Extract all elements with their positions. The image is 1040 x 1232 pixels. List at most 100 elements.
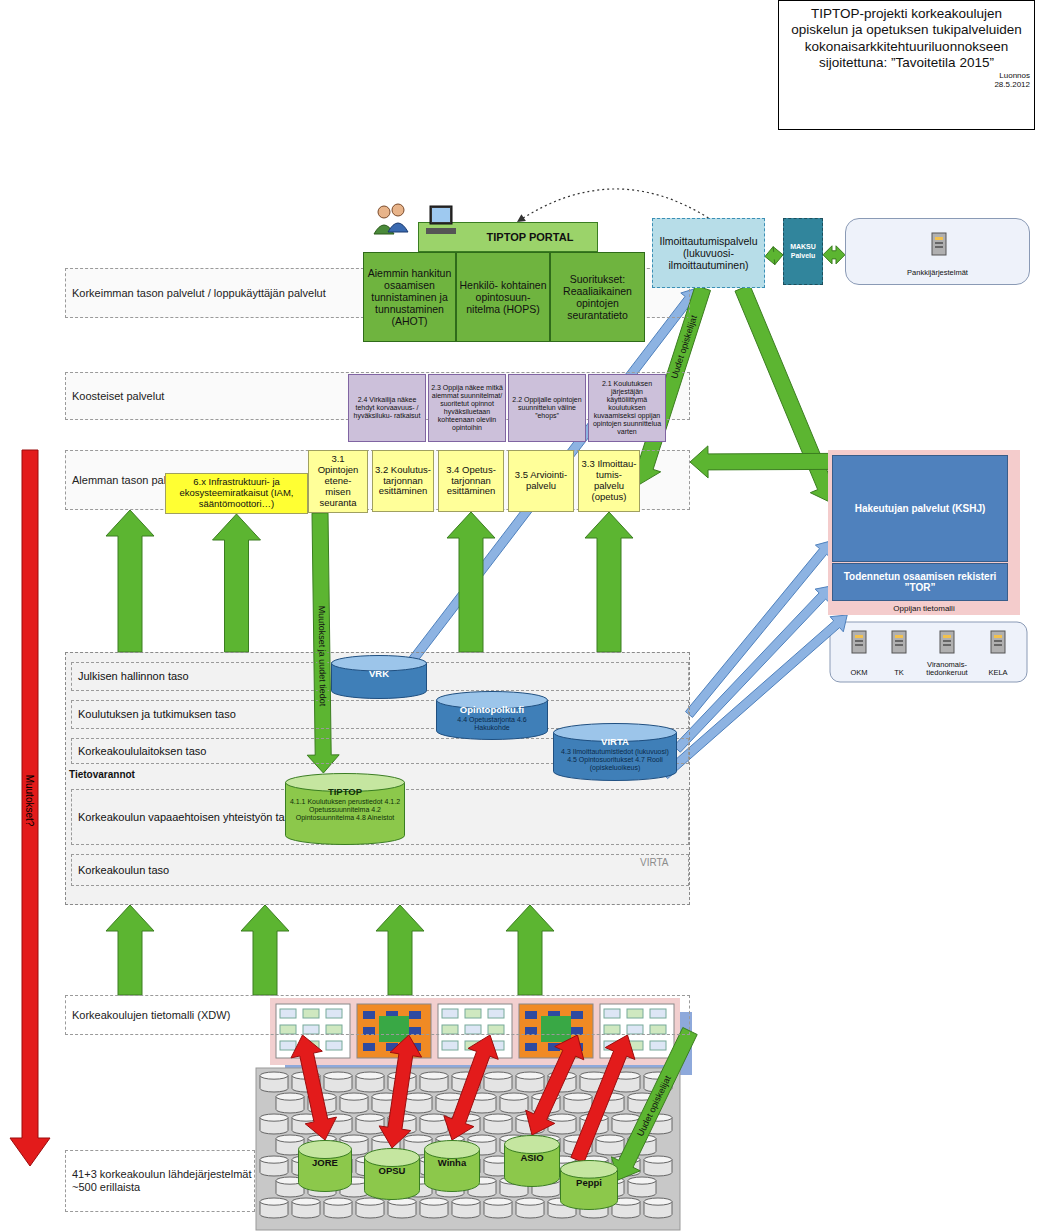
- thumbnail-mark: [571, 1027, 583, 1035]
- node-text: 6.x Infrastruktuuri- ja ekosysteemiratka…: [168, 477, 305, 510]
- cylinder-top: [420, 1198, 448, 1205]
- database-cylinder: OPSU: [364, 1148, 420, 1200]
- cylinder-top: [420, 1114, 448, 1121]
- node-text: Winha: [438, 1158, 466, 1169]
- cylinder-top: [260, 1072, 288, 1079]
- server-icon-node: TK: [880, 627, 918, 679]
- arrow-head: [517, 214, 526, 222]
- cylinder-top: [484, 1198, 512, 1205]
- thumbnail-mark: [442, 1025, 458, 1034]
- server-case: [940, 631, 954, 653]
- node-text: TIPTOP PORTAL: [487, 231, 574, 244]
- cylinder-top: [292, 1198, 320, 1205]
- cylinder-top: [324, 1198, 352, 1205]
- cylinder-top: [505, 1136, 560, 1154]
- note-label: 28.5.2012: [783, 81, 1030, 90]
- person-head: [378, 206, 390, 218]
- cylinder-top: [404, 1093, 432, 1100]
- cylinder-top: [260, 1114, 288, 1121]
- server-slot: [943, 640, 951, 642]
- server-slot: [935, 246, 943, 248]
- server-slot: [943, 644, 951, 646]
- thumbnail-mark: [627, 1025, 643, 1034]
- thumbnail-mark: [525, 1027, 537, 1035]
- cylinder-body: [554, 733, 677, 781]
- server-slot: [994, 640, 1002, 642]
- block-arrow: [823, 246, 845, 264]
- server-case: [892, 631, 906, 653]
- person-body: [388, 223, 408, 232]
- node-text: VIRTA: [601, 737, 629, 748]
- thumbnail-mark: [604, 1009, 620, 1018]
- node-text: Koosteiset palvelut: [72, 390, 164, 403]
- block-arrow: [241, 905, 289, 995]
- service-box: Ilmoittautumispalvelu (lukuvuosi- ilmoit…: [652, 218, 765, 288]
- server-icon: [987, 629, 1009, 655]
- portal-icons: [370, 200, 460, 245]
- service-box: 3.3 Ilmoittau- tumis- palvelu (opetus): [578, 450, 640, 512]
- portal-box: TIPTOP PORTAL: [418, 222, 598, 252]
- person-head: [392, 204, 404, 216]
- node-text: 4.3 Ilmoittautumistiedot (lukuvuosi) 4.5…: [557, 748, 673, 772]
- server-icon-node: Viranomais- tiedonkeruut: [918, 627, 976, 679]
- change-arrow: [10, 450, 50, 1166]
- service-box: Hakeutujan palvelut (KSHJ): [832, 455, 1008, 562]
- cylinder-top: [484, 1072, 512, 1079]
- cylinder-top: [425, 1141, 480, 1159]
- node-text: 41+3 korkeakoulun lähdejärjestelmät ~500…: [72, 1168, 254, 1193]
- thumbnail-mark: [525, 1043, 537, 1051]
- title-text: TIPTOP-projekti korkeakoulujen opiskelun…: [783, 6, 1030, 72]
- thumbnail-mark: [442, 1009, 458, 1018]
- thumbnail-mark: [409, 1011, 421, 1019]
- thumbnail-mark: [326, 1025, 342, 1034]
- cylinder-top: [500, 1093, 528, 1100]
- cylinder-top: [468, 1135, 496, 1142]
- service-box: 3.1 Opintojen etene- misen seuranta: [308, 450, 368, 513]
- cylinder-top: [276, 1135, 304, 1142]
- node-text: Korkeimman tason palvelut / loppukäyttäj…: [72, 287, 326, 300]
- thumbnail-mark: [363, 1011, 375, 1019]
- system-box: Pankkijärjestelmät: [845, 218, 1030, 285]
- node-text: Korkeakoululaitoksen taso: [78, 745, 206, 758]
- server-case: [932, 233, 946, 255]
- thumbnail-mark: [363, 1043, 375, 1051]
- server-icon-node: KELA: [977, 627, 1019, 679]
- node-text: 3.4 Opetus- tarjonnan esittäminen: [441, 465, 501, 498]
- node-text: Aiemmin hankitun osaamisen tunnistaminen…: [366, 267, 453, 327]
- node-text: Korkeakoulujen tietomalli (XDW): [72, 1009, 230, 1022]
- node-text: 2.4 Virkailija näkee tehdyt korvaavuus- …: [351, 396, 423, 420]
- cylinder-top: [612, 1114, 640, 1121]
- data-store-region: TietovarannotJulkisen hallinnon tasoKoul…: [65, 652, 690, 905]
- server-slot: [994, 635, 1002, 638]
- cylinder-top: [365, 1149, 420, 1167]
- thumbnail-mark: [465, 1009, 481, 1018]
- node-text: Korkeakoulun vapaaehtoisen yhteistyön ta…: [78, 811, 296, 824]
- note-label: Luonnos: [783, 72, 1030, 81]
- thumbnail-mark: [303, 1009, 319, 1018]
- node-text: 3.3 Ilmoittau- tumis- palvelu (opetus): [581, 459, 637, 503]
- service-box: Henkilö- kohtainen opintosuun- nitelma (…: [456, 252, 550, 342]
- server-slot: [994, 644, 1002, 646]
- block-arrow: [571, 1035, 635, 1163]
- cylinder-top: [644, 1156, 672, 1163]
- register-box: Todennetun osaamisen rekisteri ”TOR”: [832, 563, 1008, 601]
- service-box: 3.5 Arviointi- palvelu: [508, 450, 574, 512]
- node-text: Opintopolku.fi: [460, 705, 524, 716]
- thumbnail-mark: [525, 1011, 537, 1019]
- database-cylinder: TIPTOP4.1.1 Koulutuksen perustiedot 4.1.…: [285, 773, 405, 845]
- node-text: 2.2 Oppijalle opintojen suunnittelun väl…: [511, 396, 583, 420]
- database-cylinder: VIRTA4.3 Ilmoittautumistiedot (lukuvuosi…: [553, 723, 677, 781]
- cylinder-top: [356, 1114, 384, 1121]
- database-cylinder: VRK: [331, 655, 427, 699]
- thumbnail: [519, 1004, 593, 1058]
- thumbnail-mark: [488, 1009, 504, 1018]
- service-box: MAKSU Palvelu: [783, 218, 823, 285]
- block-arrow: [506, 905, 554, 995]
- node-text: 4.4 Opetustarjonta 4.6 Hakukohde: [440, 716, 544, 732]
- cylinder-top: [484, 1114, 512, 1121]
- block-arrow: [765, 247, 783, 265]
- thumbnail-mark: [442, 1041, 458, 1050]
- server-icon: [936, 629, 958, 655]
- node-text: Korkeakoulun taso: [78, 864, 169, 877]
